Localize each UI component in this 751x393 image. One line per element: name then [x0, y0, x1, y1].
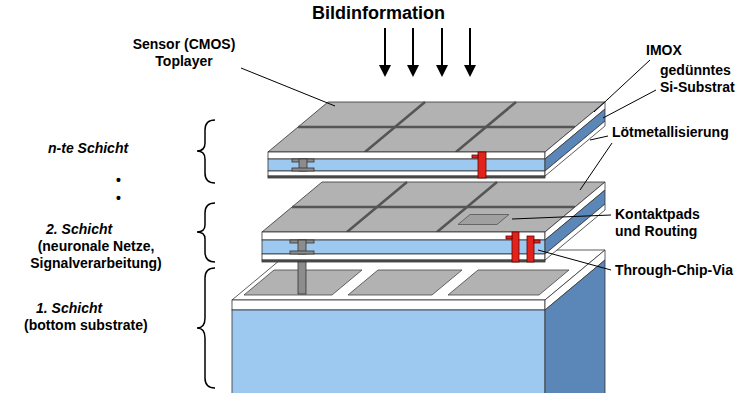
layer-label: 2. Schicht — [46, 221, 112, 238]
middle-layer — [262, 182, 605, 294]
layer-description: (neuronale Netze, Signalverarbeitung) — [28, 238, 164, 272]
layer-label: 1. Schicht — [36, 300, 102, 317]
ellipsis-dot: • — [116, 172, 121, 189]
bottom-substrate — [232, 250, 605, 393]
input-arrows — [379, 28, 476, 77]
part-label: gedünntes Si-Substrat — [660, 62, 746, 96]
part-label: Kontaktpads und Routing — [615, 206, 713, 240]
layer-description: (bottom substrate) — [24, 317, 148, 334]
top-layer — [268, 102, 605, 178]
part-label: IMOX — [646, 42, 682, 59]
heading: Bildinformation — [312, 2, 445, 24]
ellipsis-dot: • — [116, 190, 121, 207]
part-label: Sensor (CMOS) Toplayer — [126, 36, 242, 70]
part-label: Lötmetallisierung — [612, 124, 729, 141]
layer-brace — [197, 120, 215, 388]
layer-label: n-te Schicht — [48, 140, 128, 157]
part-label: Through-Chip-Via — [615, 262, 733, 279]
leader-line — [241, 60, 656, 270]
